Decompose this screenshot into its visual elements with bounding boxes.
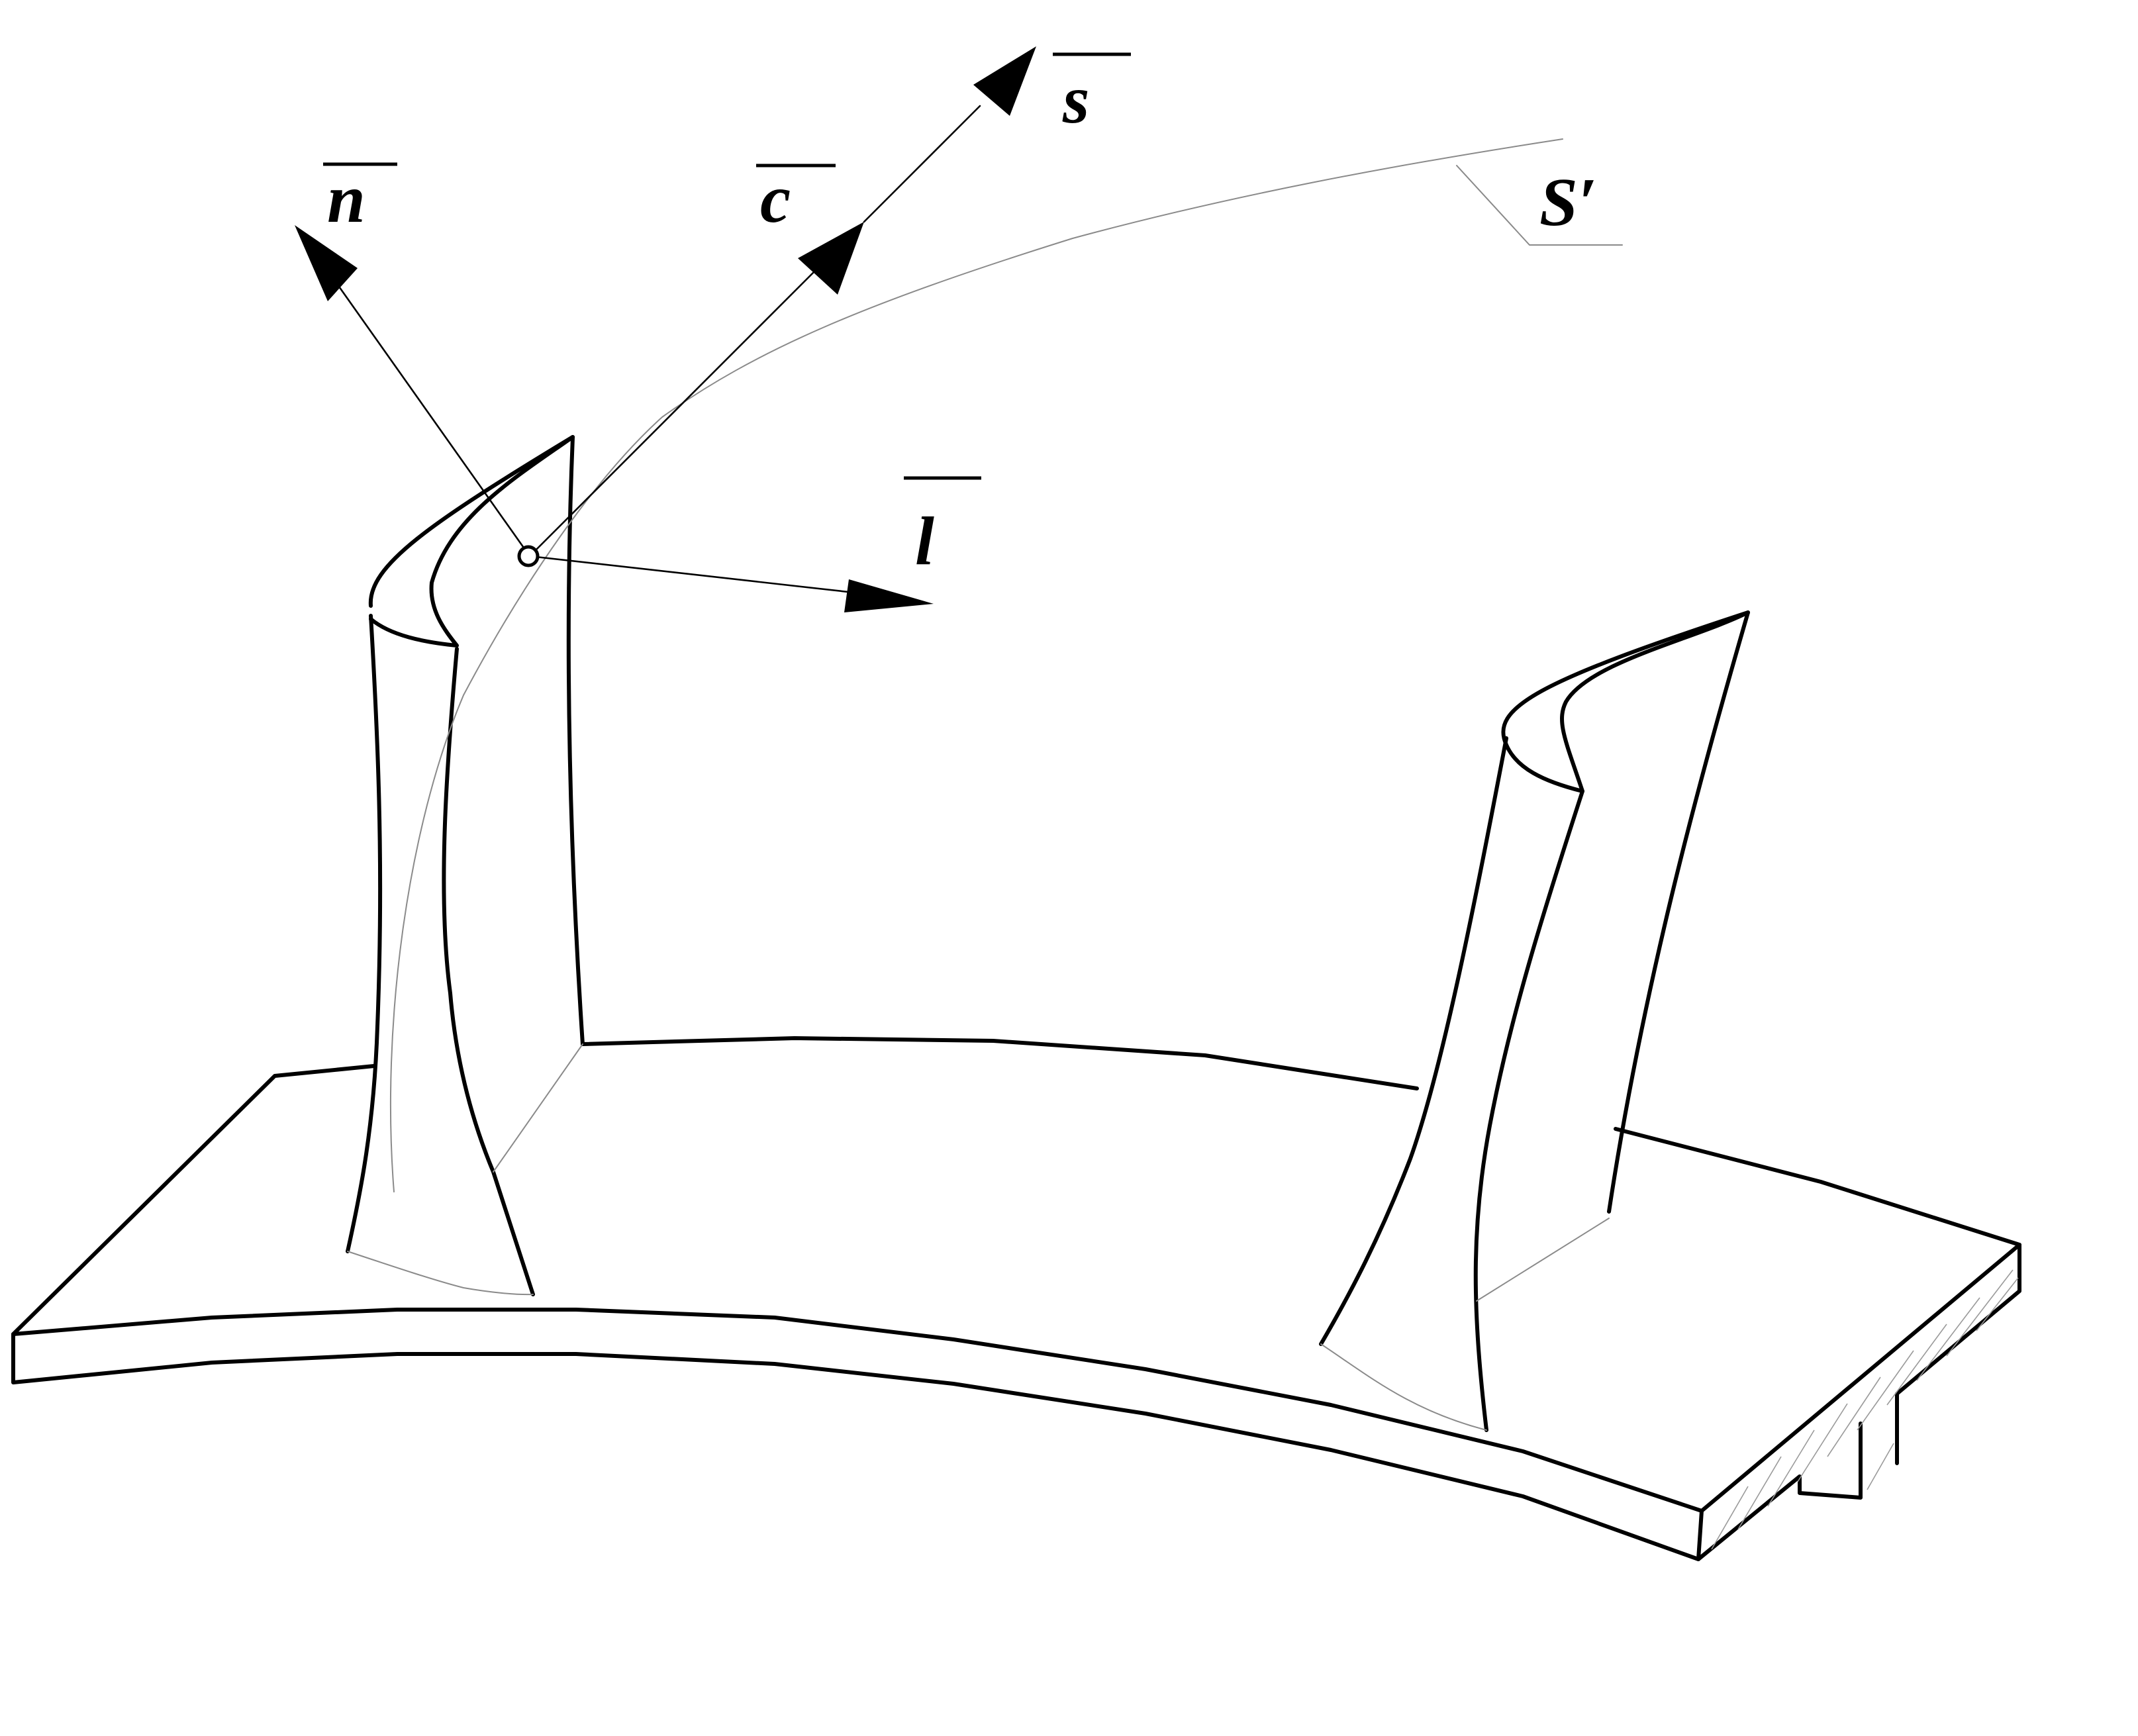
platform-side-edge bbox=[1696, 1243, 2021, 1561]
left-blade-tip-profile bbox=[368, 435, 575, 648]
right-blade-hidden-line bbox=[1476, 1218, 1610, 1302]
right-blade-concave-line bbox=[1473, 789, 1584, 1432]
left-blade-trailing-edge bbox=[566, 435, 585, 1046]
platform-front-edge bbox=[11, 1332, 1704, 1561]
right-blade-tip-profile bbox=[1501, 610, 1750, 793]
platform-top-surface bbox=[11, 1036, 2021, 1513]
s-prime-leader-line bbox=[1456, 165, 1623, 246]
label-s: s bbox=[1053, 52, 1131, 138]
vector-l bbox=[528, 555, 934, 612]
platform-section-hatch bbox=[1711, 1269, 2019, 1550]
right-blade-root-fillet bbox=[1320, 1343, 1487, 1431]
vector-s bbox=[973, 46, 1036, 116]
left-blade-leading-edge bbox=[346, 614, 383, 1253]
platform bbox=[11, 1036, 2021, 1561]
label-c: c bbox=[756, 161, 836, 237]
left-blade-hidden-line bbox=[493, 1043, 583, 1173]
label-l: l bbox=[904, 476, 981, 579]
label-n-text: n bbox=[327, 161, 365, 237]
left-blade bbox=[346, 435, 585, 1296]
vector-n bbox=[295, 225, 531, 557]
vector-c bbox=[528, 105, 981, 557]
origin-point-marker bbox=[517, 545, 540, 567]
left-blade-concave-line bbox=[442, 647, 535, 1296]
label-n: n bbox=[323, 161, 397, 237]
label-s-prime: S′ bbox=[1539, 164, 1597, 240]
label-l-text: l bbox=[915, 503, 934, 579]
label-s-text: s bbox=[1062, 62, 1089, 138]
streamline-s-prime bbox=[389, 138, 1563, 1192]
left-blade-root-fillet bbox=[347, 1251, 534, 1296]
label-c-text: c bbox=[760, 161, 791, 237]
label-s-prime-text: S′ bbox=[1539, 164, 1597, 240]
right-blade-trailing-edge bbox=[1607, 610, 1750, 1214]
right-blade bbox=[1319, 610, 1750, 1432]
right-blade-leading-edge bbox=[1319, 736, 1508, 1346]
